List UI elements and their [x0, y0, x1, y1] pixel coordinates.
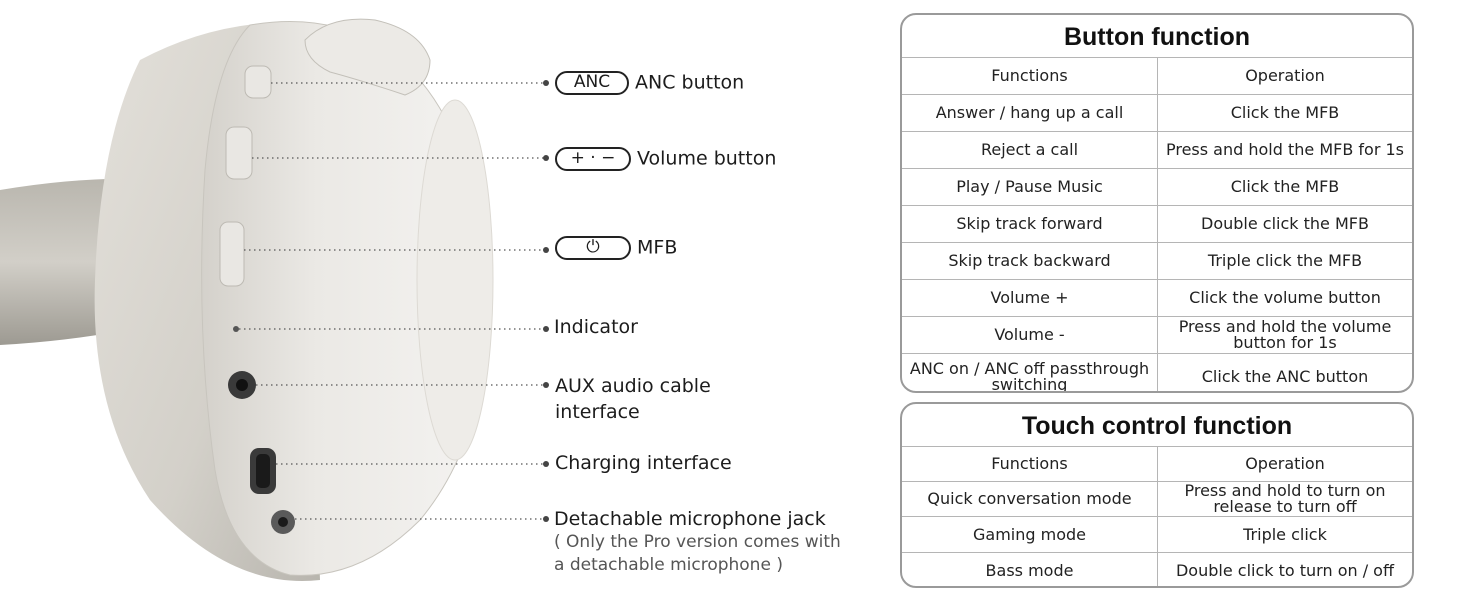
callout-volume: + · − Volume button — [555, 147, 776, 171]
operation-cell: Double click the MFB — [1157, 206, 1412, 242]
touch-control-panel: Touch control function Functions Operati… — [900, 402, 1414, 588]
touch-control-title: Touch control function — [902, 404, 1412, 447]
callout-mic: Detachable microphone jack ( Only the Pr… — [554, 507, 841, 577]
header-operation: Operation — [1157, 447, 1412, 481]
operation-cell: Press and hold the MFB for 1s — [1157, 132, 1412, 168]
header-functions: Functions — [991, 66, 1068, 85]
anc-label: ANC button — [635, 71, 745, 94]
callout-indicator: Indicator — [554, 316, 638, 338]
header-functions: Functions — [991, 454, 1068, 473]
table-header-row: Functions Operation — [902, 447, 1412, 481]
function-cell: Skip track backward — [948, 251, 1111, 270]
mic-label: Detachable microphone jack — [554, 508, 826, 530]
operation-cell: Press and hold to turn on release to tur… — [1157, 482, 1412, 516]
charging-label: Charging interface — [555, 452, 732, 474]
operation-cell: Triple click the MFB — [1157, 243, 1412, 279]
table-row: Gaming mode Triple click — [902, 516, 1412, 552]
table-row: ANC on / ANC off passthrough switching C… — [902, 353, 1412, 393]
function-cell: Bass mode — [985, 560, 1074, 580]
function-cell: ANC on / ANC off passthrough switching — [909, 359, 1150, 393]
table-row: Skip track backward Triple click the MFB — [902, 242, 1412, 279]
table-row: Quick conversation mode Press and hold t… — [902, 481, 1412, 516]
callout-mfb: ⏻ MFB — [555, 236, 677, 260]
mfb-label: MFB — [637, 236, 678, 259]
aux-label-line2: interface — [555, 401, 640, 423]
operation-cell: Click the MFB — [1157, 95, 1412, 131]
mic-note-line1: ( Only the Pro version comes with — [554, 532, 841, 552]
indicator-label: Indicator — [554, 316, 638, 338]
operation-cell: Triple click — [1157, 517, 1412, 552]
operation-cell: Double click to turn on / off — [1157, 553, 1412, 586]
button-function-title: Button function — [902, 15, 1412, 58]
callout-aux: AUX audio cable interface — [555, 373, 711, 425]
table-row: Volume + Click the volume button — [902, 279, 1412, 316]
function-cell: Volume - — [994, 325, 1065, 344]
function-cell: Skip track forward — [956, 214, 1103, 233]
table-row: Bass mode Double click to turn on / off — [902, 552, 1412, 586]
headphone-ear-cup-illustration — [0, 18, 549, 581]
table-row: Volume - Press and hold the volume butto… — [902, 316, 1412, 353]
volume-badge: + · − — [555, 147, 631, 171]
function-cell: Play / Pause Music — [956, 177, 1103, 196]
aux-label-line1: AUX audio cable — [555, 375, 711, 397]
mic-note-line2: a detachable microphone ) — [554, 555, 783, 575]
operation-cell: Click the MFB — [1157, 169, 1412, 205]
callout-charging: Charging interface — [555, 452, 732, 474]
table-header-row: Functions Operation — [902, 58, 1412, 94]
button-function-panel: Button function Functions Operation Answ… — [900, 13, 1414, 393]
button-function-table: Functions Operation Answer / hang up a c… — [902, 58, 1412, 393]
table-row: Answer / hang up a call Click the MFB — [902, 94, 1412, 131]
operation-cell: Click the ANC button — [1157, 354, 1412, 391]
anc-badge: ANC — [555, 71, 629, 95]
function-cell: Answer / hang up a call — [935, 103, 1124, 122]
operation-cell: Press and hold the volume button for 1s — [1157, 317, 1412, 353]
operation-cell: Click the volume button — [1157, 280, 1412, 316]
volume-label: Volume button — [637, 147, 777, 170]
power-icon: ⏻ — [555, 236, 631, 260]
callout-anc: ANC ANC button — [555, 71, 744, 95]
function-cell: Reject a call — [980, 140, 1079, 159]
function-cell: Quick conversation mode — [927, 489, 1132, 508]
touch-control-table: Functions Operation Quick conversation m… — [902, 447, 1412, 586]
table-row: Play / Pause Music Click the MFB — [902, 168, 1412, 205]
table-row: Skip track forward Double click the MFB — [902, 205, 1412, 242]
header-operation: Operation — [1157, 58, 1412, 94]
table-row: Reject a call Press and hold the MFB for… — [902, 131, 1412, 168]
function-cell: Gaming mode — [973, 524, 1086, 544]
function-cell: Volume + — [990, 288, 1069, 307]
